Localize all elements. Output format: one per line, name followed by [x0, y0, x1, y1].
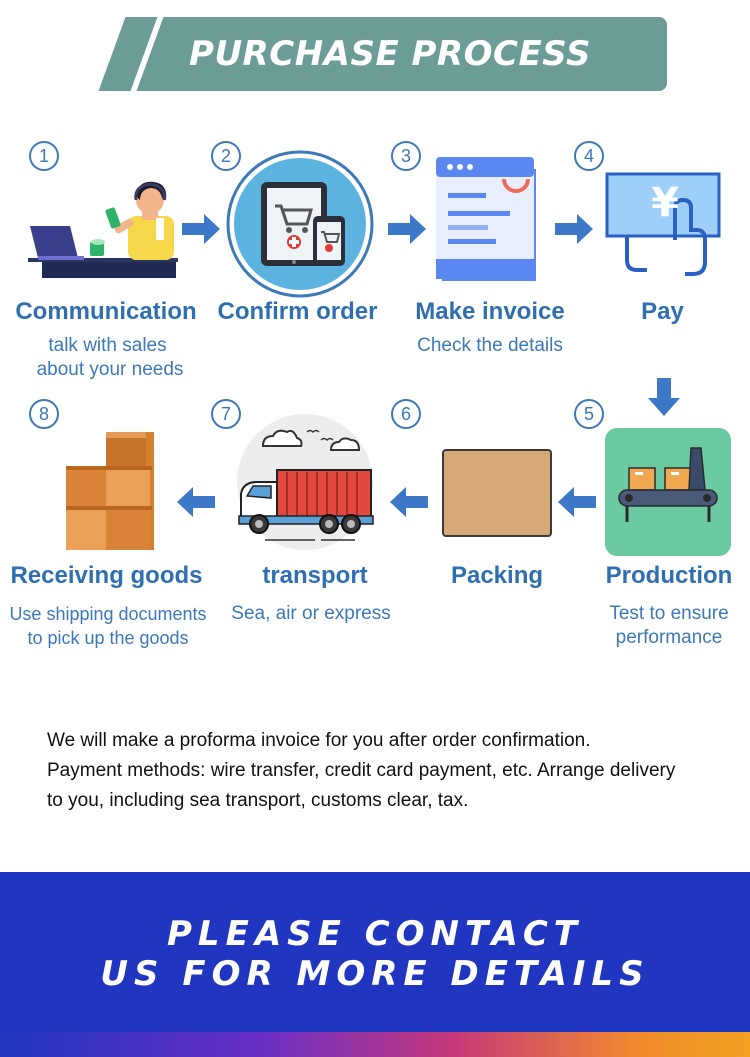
contact-message: PLEASE CONTACT US FOR MORE DETAILS — [0, 914, 750, 994]
contact-line: US FOR MORE DETAILS — [100, 954, 650, 994]
step-number: 2 — [211, 141, 241, 171]
step-number: 5 — [574, 399, 604, 429]
invoice-icon — [436, 157, 536, 281]
pay-icon — [605, 172, 721, 276]
step-desc: to pick up the goods — [27, 628, 189, 648]
boxes-icon — [66, 432, 154, 550]
arrow-right-icon — [182, 214, 220, 244]
arrow-left-icon — [390, 487, 428, 517]
step-desc: Sea, air or express — [231, 603, 391, 624]
info-line: We will make a proforma invoice for you … — [47, 730, 591, 751]
arrow-left-icon — [177, 487, 215, 517]
step-number: 6 — [391, 399, 421, 429]
step-title-communication: Communication — [15, 298, 197, 325]
step-desc: Check the details — [417, 335, 563, 356]
step-desc: Test to ensure — [609, 603, 729, 624]
step-number: 4 — [574, 141, 604, 171]
step-title-receiving-goods: Receiving goods — [10, 562, 203, 589]
step-number: 8 — [29, 399, 59, 429]
header-banner — [172, 17, 667, 91]
truck-icon — [237, 414, 374, 550]
package-icon — [442, 449, 552, 537]
arrow-left-icon — [558, 487, 596, 517]
page-title: PURCHASE PROCESS — [189, 34, 591, 74]
yen-symbol: ¥ — [651, 180, 679, 226]
info-line: Payment methods: wire transfer, credit c… — [47, 760, 676, 781]
step-number: 3 — [391, 141, 421, 171]
communication-icon — [28, 181, 178, 278]
arrow-right-icon — [555, 214, 593, 244]
step-title-production: Production — [605, 562, 733, 589]
contact-line: PLEASE CONTACT — [167, 914, 583, 954]
step-desc: Use shipping documents — [9, 604, 207, 624]
confirm-order-icon — [226, 150, 374, 298]
step-number: 1 — [29, 141, 59, 171]
step-desc: talk with sales — [48, 335, 167, 356]
contact-footer — [0, 872, 750, 1057]
step-desc: about your needs — [36, 359, 184, 380]
step-title-pay: Pay — [641, 298, 684, 325]
info-line: to you, including sea transport, customs… — [47, 790, 469, 811]
footer-gradient-bar — [0, 1032, 750, 1057]
arrow-right-icon — [388, 214, 426, 244]
step-title-packing: Packing — [450, 562, 544, 589]
production-icon — [605, 428, 731, 556]
arrow-down-icon — [648, 378, 680, 416]
step-number: 7 — [211, 399, 241, 429]
step-title-confirm-order: Confirm order — [217, 298, 378, 325]
step-title-transport: transport — [262, 562, 368, 589]
step-desc: performance — [615, 627, 723, 648]
step-title-make-invoice: Make invoice — [415, 298, 565, 325]
info-paragraph: We will make a proforma invoice for you … — [47, 726, 737, 816]
